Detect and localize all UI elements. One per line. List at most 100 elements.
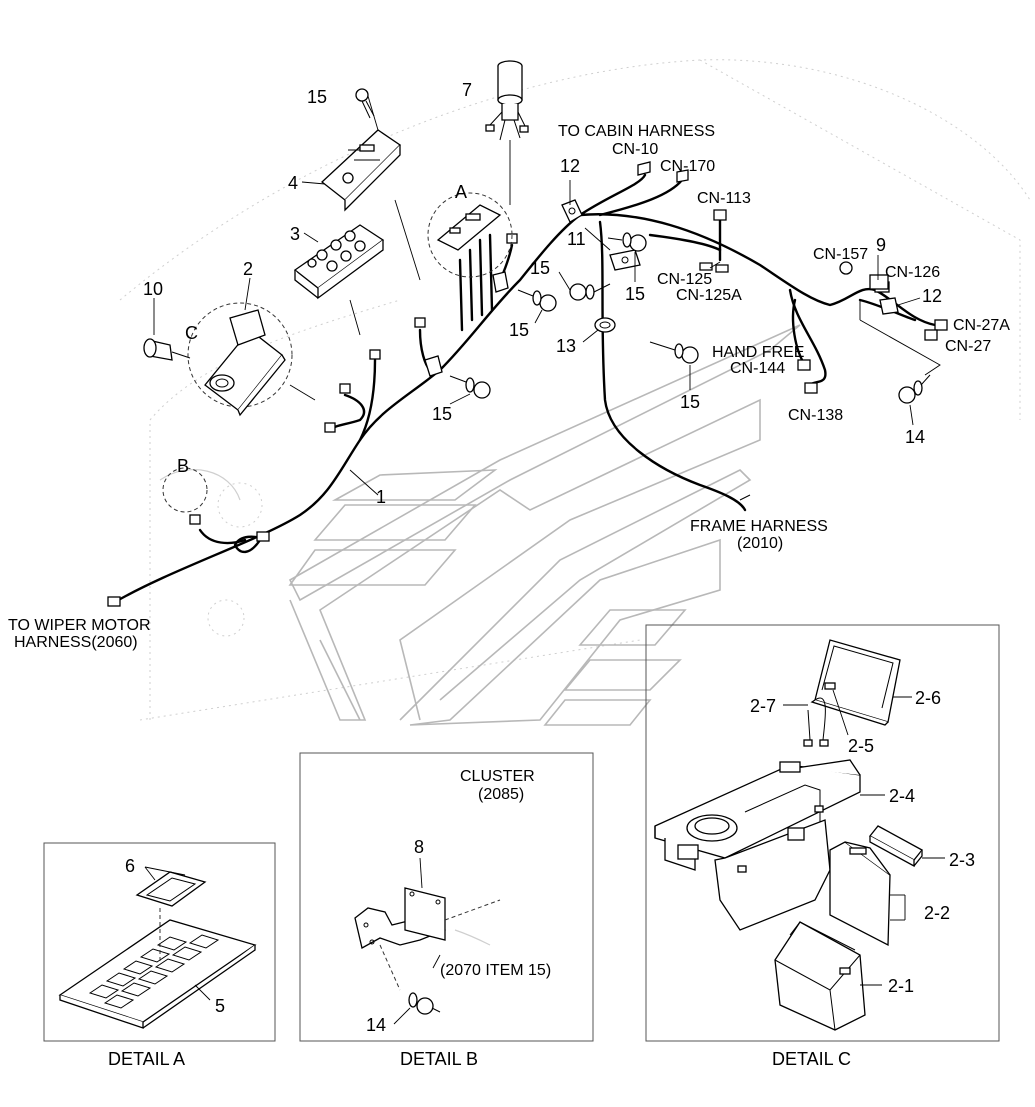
part-number: 15	[625, 284, 645, 304]
wiper-motor-label: TO WIPER MOTOR	[8, 617, 151, 634]
clamp-11	[609, 249, 641, 271]
detail-a-box	[43, 842, 276, 1042]
part-number: 7	[462, 80, 472, 100]
part-number: 15	[307, 87, 327, 107]
part-7-socket	[485, 60, 529, 205]
cn157-label: CN-157	[813, 246, 868, 263]
cn144-label: CN-144	[730, 360, 785, 377]
part-number: 10	[143, 279, 163, 299]
detail-captions: DETAIL A DETAIL B DETAIL C	[108, 1049, 851, 1069]
detail-a-callout	[427, 192, 513, 278]
part-number: 8	[414, 837, 424, 857]
detail-b-callout	[162, 467, 208, 513]
cn157-connector	[839, 261, 853, 275]
cn125-label: CN-125	[657, 271, 712, 288]
frame-harness-number: (2010)	[737, 535, 783, 552]
part-number: 2-2	[924, 903, 950, 923]
detail-c-caption: DETAIL C	[772, 1049, 851, 1069]
part-number: 3	[290, 224, 300, 244]
cn113-connector	[713, 209, 727, 221]
clamp-12b	[879, 297, 899, 315]
part-number: 12	[560, 156, 580, 176]
main-harness	[113, 173, 937, 604]
part-number: 14	[366, 1015, 386, 1035]
detail-b-box	[299, 752, 594, 1042]
cn138-label: CN-138	[788, 407, 843, 424]
leader-lines	[153, 95, 941, 496]
hand-free-label: HAND FREE	[712, 344, 804, 361]
bolt-14	[898, 374, 931, 404]
cn138-connector	[804, 382, 818, 394]
part-3-switch-block	[293, 224, 385, 336]
connectors	[107, 161, 948, 607]
frame-harness-label: FRAME HARNESS	[690, 518, 828, 535]
bolt-15	[607, 232, 647, 252]
cn170-label: CN-170	[660, 158, 715, 175]
bolt-15-top	[355, 88, 375, 119]
part-number: 5	[215, 996, 225, 1016]
cn27a-label: CN-27A	[953, 317, 1010, 334]
part-number: 2-6	[915, 688, 941, 708]
bolts	[355, 88, 931, 404]
part-number: 4	[288, 173, 298, 193]
bolt-15	[517, 289, 557, 312]
part-9-relay	[869, 274, 889, 290]
wiper-connector	[107, 596, 121, 607]
detail-c-callout	[187, 302, 293, 408]
part-4-switch-panel	[320, 129, 421, 281]
part-number: 2-5	[848, 736, 874, 756]
connector	[324, 422, 336, 433]
clamp	[424, 355, 443, 377]
part-number: 15	[509, 320, 529, 340]
to-cabin-harness-label: TO CABIN HARNESS	[558, 123, 715, 140]
part-number: 2-7	[750, 696, 776, 716]
part-number-labels: 15 7 4 3 2 10 12 11 15 15 15 13 15 15 9 …	[125, 80, 975, 1035]
part-number: 6	[125, 856, 135, 876]
cn125a-connector	[715, 264, 729, 273]
wiper-harness-number: HARNESS(2060)	[14, 634, 138, 651]
cluster-number: (2085)	[478, 786, 524, 803]
cn113-label: CN-113	[697, 190, 751, 207]
clamps	[424, 199, 899, 377]
part-number: 13	[556, 336, 576, 356]
cn10-connector	[637, 161, 651, 176]
bolt-14-detail-b	[408, 992, 441, 1015]
cluster-label: CLUSTER	[460, 768, 535, 785]
cn125a-label: CN-125A	[676, 287, 742, 304]
connector	[414, 317, 426, 328]
part-number: 2-3	[949, 850, 975, 870]
part-10-lamp	[143, 338, 191, 361]
bolt-15	[569, 283, 611, 301]
cn27a-connector	[934, 319, 948, 331]
bolt-15	[449, 375, 491, 399]
part-number: 1	[376, 487, 386, 507]
part-number: 14	[905, 427, 925, 447]
connector	[189, 514, 201, 525]
part-number: 9	[876, 235, 886, 255]
cn126-label: CN-126	[885, 264, 940, 281]
detail-c-box	[645, 624, 1000, 1042]
clamp-12	[561, 199, 583, 223]
part-number: 15	[680, 392, 700, 412]
part-number: 11	[567, 229, 586, 249]
connector	[339, 383, 351, 394]
connector	[256, 531, 270, 542]
bolt-15	[649, 341, 699, 364]
detail-b-letter: B	[177, 456, 189, 476]
cn170-connector	[676, 169, 689, 183]
clamp	[492, 271, 509, 293]
part-2-assembly	[187, 302, 316, 417]
part-number: 2-1	[888, 976, 914, 996]
part-number: 15	[432, 404, 452, 424]
detail-a-caption: DETAIL A	[108, 1049, 185, 1069]
grommet-13	[594, 317, 616, 333]
part-number: 12	[922, 286, 942, 306]
part-number: 2	[243, 259, 253, 279]
cn27-label: CN-27	[945, 338, 991, 355]
cn125-connector	[699, 262, 713, 271]
cn27-connector	[924, 329, 938, 341]
detail-a-letter: A	[455, 182, 467, 202]
cn10-label: CN-10	[612, 141, 658, 158]
cn144-connector	[797, 359, 811, 371]
